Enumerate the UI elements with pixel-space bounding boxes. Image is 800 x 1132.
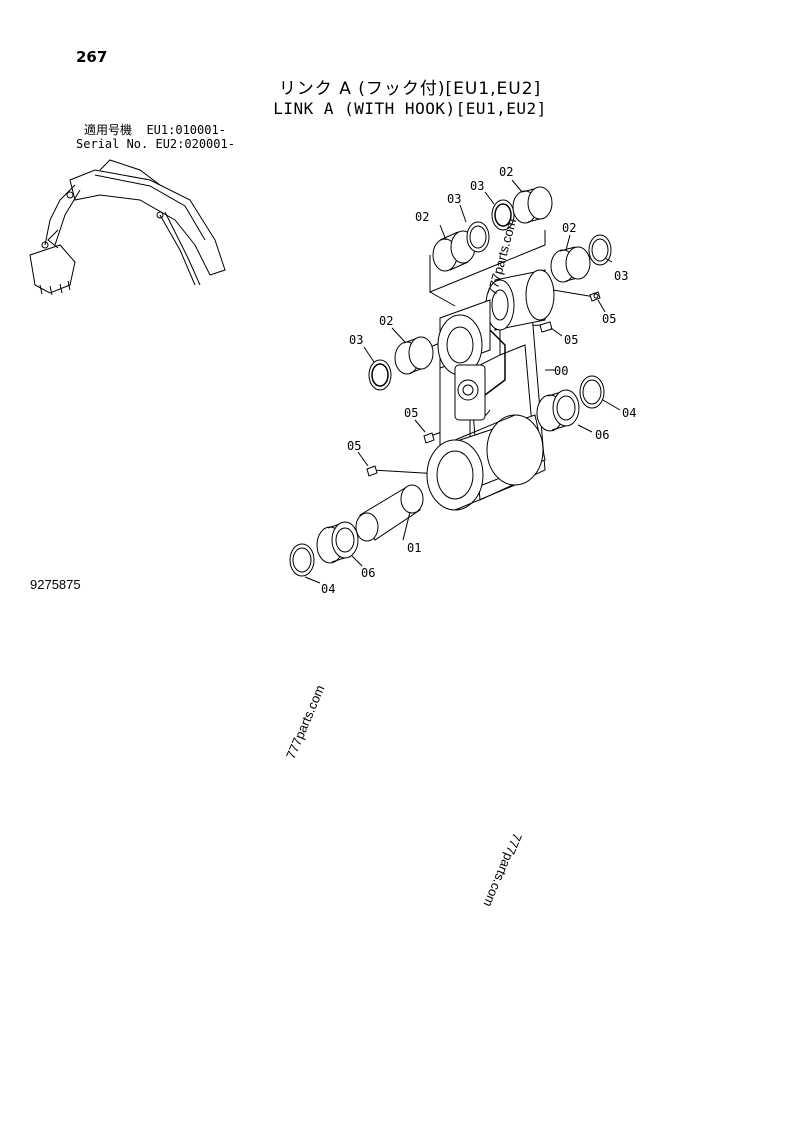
leader-lines — [304, 179, 621, 584]
part-label-06-right: 06 — [595, 428, 609, 442]
seal-ring-03-left — [368, 359, 392, 391]
part-label-03-right: 03 — [614, 269, 628, 283]
part-label-02-top-left: 02 — [415, 210, 429, 224]
link-a-body — [426, 269, 555, 511]
seal-ring-03-right — [588, 234, 612, 266]
drawing-number: 9275875 — [30, 577, 81, 592]
grease-fitting-05-left — [366, 465, 378, 477]
part-label-02-right: 02 — [562, 221, 576, 235]
serial-range-line-1: 適用号機 EU1:010001- — [84, 123, 226, 137]
seal-ring-04-left — [289, 543, 315, 577]
watermark-2: 777parts.com — [283, 683, 328, 761]
part-label-04-left: 04 — [321, 582, 335, 596]
excavator-thumbnail — [29, 159, 226, 296]
seal-ring-03-top-right — [491, 199, 515, 231]
bushing-06-right — [536, 389, 580, 432]
part-label-04-right: 04 — [622, 406, 636, 420]
bushing-02-left — [394, 336, 434, 375]
seal-ring-04-right — [579, 375, 605, 409]
grease-fitting-05-mid — [423, 432, 435, 444]
seal-ring-03-top-left — [466, 221, 490, 253]
part-label-03-left: 03 — [349, 333, 363, 347]
part-label-05-right-mid: 05 — [564, 333, 578, 347]
part-label-03-top-right: 03 — [470, 179, 484, 193]
page-number: 267 — [76, 48, 108, 66]
part-label-05-mid: 05 — [404, 406, 418, 420]
part-label-01: 01 — [407, 541, 421, 555]
pin-01 — [355, 484, 424, 542]
page-title-japanese: リンク A (フック付)[EU1,EU2] — [278, 79, 542, 99]
watermark-3: 777parts.com — [480, 831, 525, 909]
part-label-06-left: 06 — [361, 566, 375, 580]
grease-fitting-05-right-mid — [539, 321, 553, 333]
part-label-03-top-left: 03 — [447, 192, 461, 206]
part-label-02-top-right: 02 — [499, 165, 513, 179]
bushing-02-right — [550, 246, 591, 283]
grease-fitting-05-right-top — [589, 291, 601, 302]
part-label-05-left: 05 — [347, 439, 361, 453]
page-title-english: LINK A (WITH HOOK)[EU1,EU2] — [273, 99, 547, 118]
serial-range-line-2: Serial No. EU2:020001- — [76, 137, 235, 151]
bushing-06-left — [316, 521, 359, 564]
part-label-02-left: 02 — [379, 314, 393, 328]
part-label-05-right-top: 05 — [602, 312, 616, 326]
part-label-00: 00 — [554, 364, 568, 378]
bushing-02-top-right — [512, 186, 553, 224]
